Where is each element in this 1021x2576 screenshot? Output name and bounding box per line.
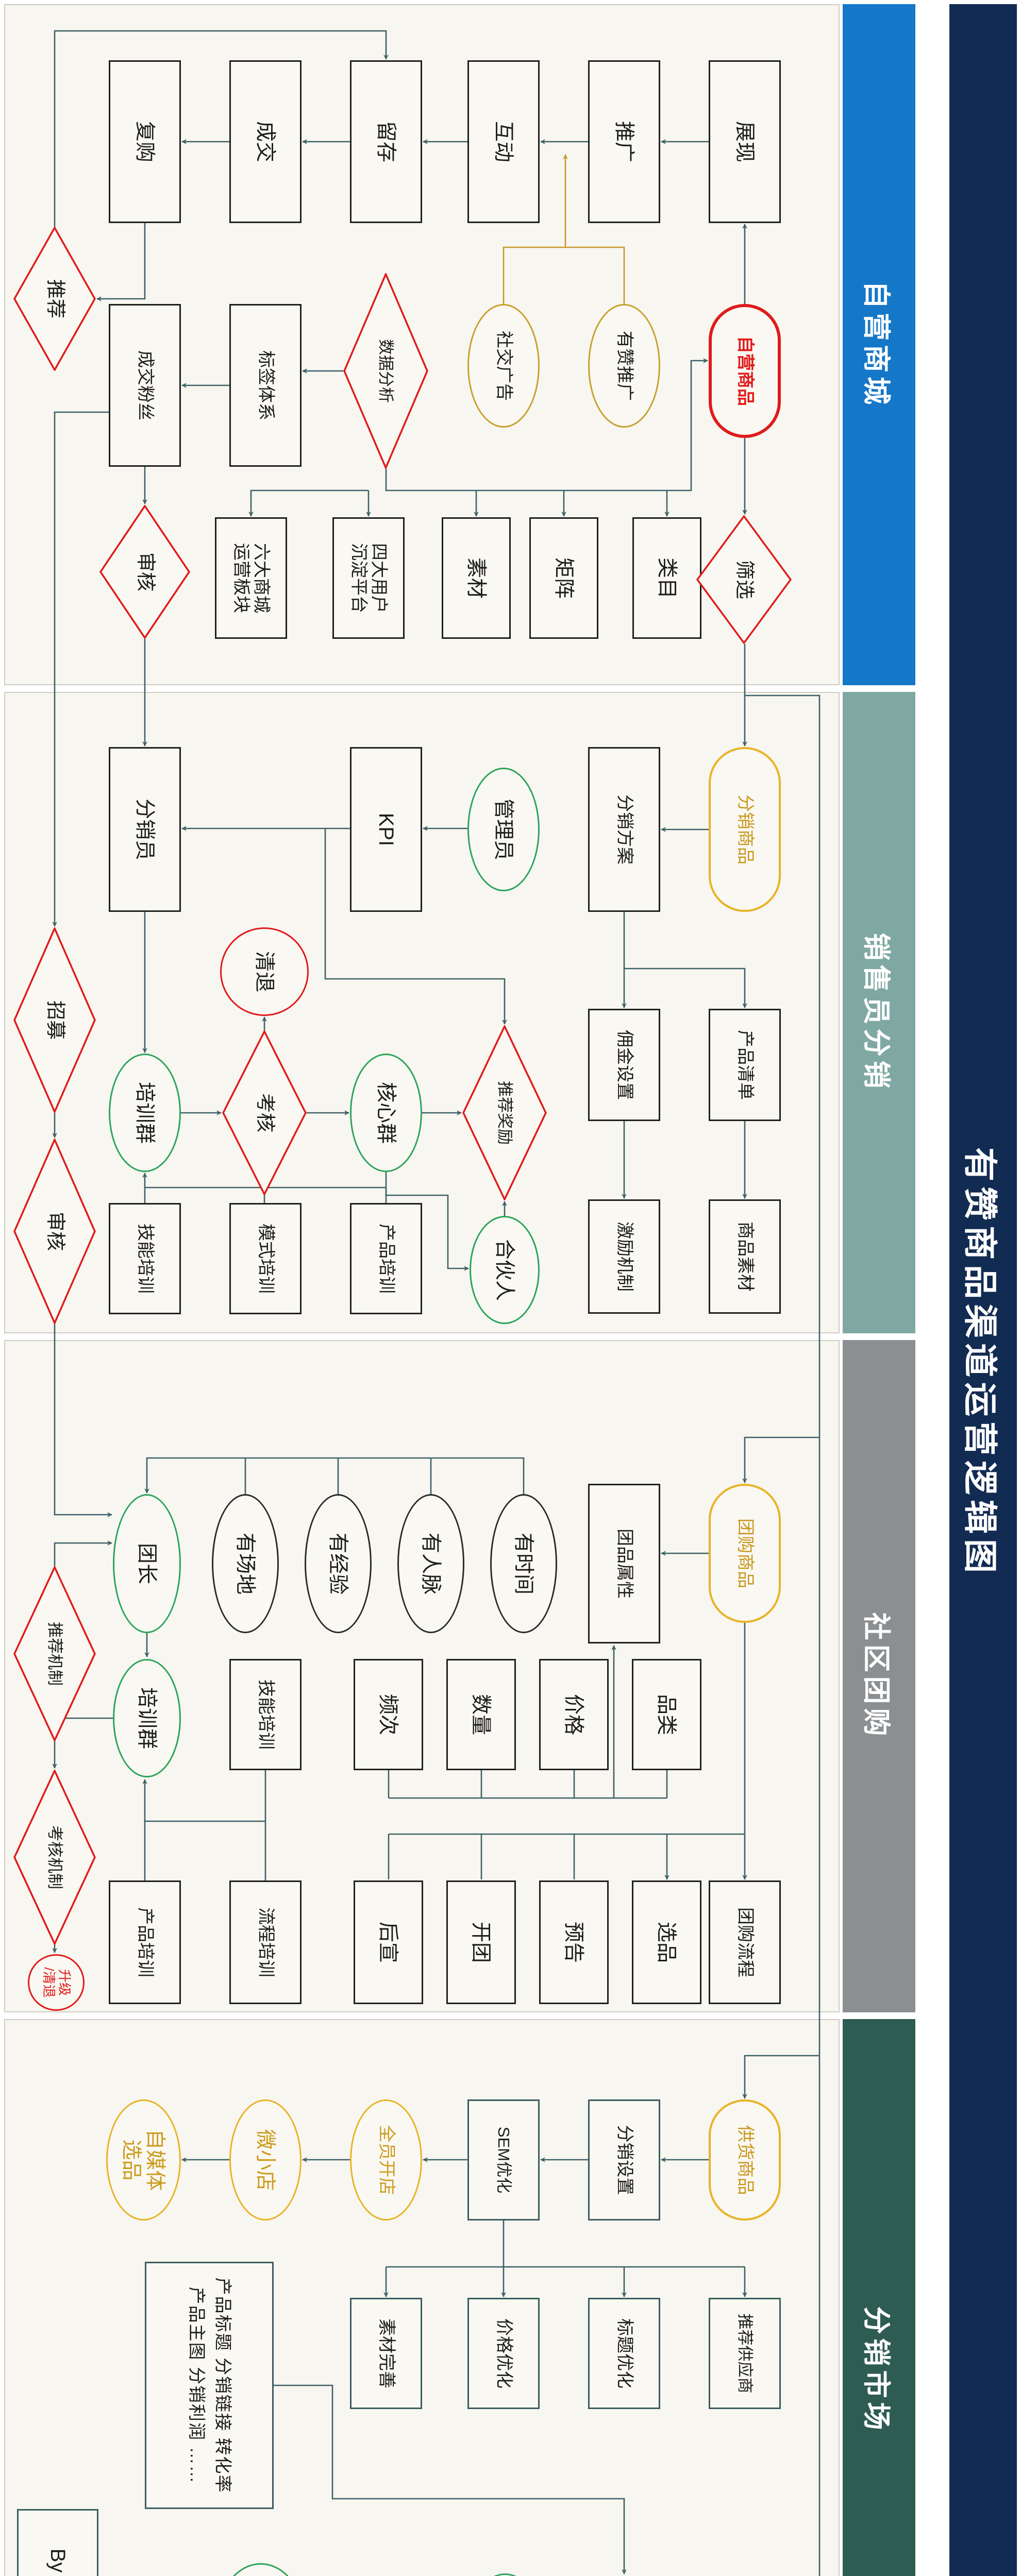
node-commission-setting: 佣金设置 [588,1009,660,1121]
node-skill-training-s3: 技能培训 [229,1659,302,1770]
node-frequency-attr: 频次 [354,1659,423,1770]
node-interaction: 互动 [467,60,540,223]
node-item-selection: 选品 [632,1880,701,2004]
page-title: 有赞商品渠道运营逻辑图 [949,4,1017,2576]
node-partner: 合伙人 [470,1216,540,1324]
node-promotion: 推广 [588,60,660,223]
section-header-distribution-market: 分销市场 [843,2019,915,2576]
node-groupbuy-process: 团购流程 [709,1880,781,2004]
node-product-list: 产品清单 [709,1009,781,1121]
node-material: 素材 [442,517,511,639]
node-tag-system: 标签体系 [229,304,302,467]
node-data-analysis: 数据分析 [343,273,428,469]
node-training-group-s2: 培训群 [109,1054,181,1172]
node-sem-optimization: SEM优化 [467,2099,540,2221]
node-assessment-mechanism: 考核机制 [13,1770,96,1945]
section-header-own-mall: 自营商城 [843,4,915,685]
node-recruit: 招募 [13,927,96,1113]
node-recommended-supplier: 推荐供应商 [709,2298,781,2409]
node-category-attr: 品类 [632,1659,701,1770]
node-skill-training-s2: 技能培训 [109,1203,181,1314]
node-recommend: 推荐 [13,227,96,371]
node-criteria-box: 产品标题 分销链接 转化率产品主图 分销利润 …… [145,2262,274,2509]
node-distribution-setting: 分销设置 [588,2099,660,2221]
node-deal-fans: 成交粉丝 [109,304,181,467]
node-price-optimization: 价格优化 [467,2298,540,2409]
node-all-staff-shop: 全员开店 [350,2099,422,2221]
node-title-optimization: 标题优化 [588,2298,660,2409]
node-assessment: 考核 [222,1030,307,1195]
node-admin: 管理员 [467,768,540,891]
node-has-network: 有人脉 [397,1494,464,1633]
node-author-box: By：醍醐子 [17,2509,98,2576]
node-self-media-selection: 自媒体选品 [106,2099,181,2221]
node-product-training-s2: 产品培训 [350,1203,422,1314]
node-has-venue: 有场地 [212,1494,279,1633]
section-header-salesperson-distribution: 销售员分销 [843,692,915,1333]
node-deal: 成交 [229,60,302,223]
node-has-experience: 有经验 [305,1494,372,1633]
node-own-goods: 自营商品 [709,304,781,438]
node-groupitem-attrs: 团品属性 [588,1484,660,1643]
node-distributor: 分销员 [109,747,181,912]
node-review-s1: 审核 [99,505,190,639]
node-quantity-attr: 数量 [446,1659,516,1770]
node-process-training: 流程培训 [229,1880,302,2004]
node-material-completion: 素材完善 [350,2298,422,2409]
node-distribution-goods: 分销商品 [709,747,781,912]
node-matrix: 矩阵 [529,517,598,639]
node-post-promo: 后宣 [354,1880,423,2004]
node-distribution-plan: 分销方案 [588,747,660,912]
node-model-training: 模式培训 [229,1203,302,1314]
node-upgrade-dismiss: 升级/清退 [28,1954,85,2011]
node-micro-shop: 微小店 [229,2099,302,2221]
node-repurchase: 复购 [109,60,181,223]
node-referral-mechanism: 推荐机制 [13,1566,96,1741]
node-retention: 留存 [350,60,422,223]
node-category: 类目 [632,517,701,639]
node-supply-goods: 供货商品 [709,2099,781,2221]
node-screening: 筛选 [696,515,792,644]
node-training-group-s3: 培训群 [113,1659,181,1777]
section-header-community-groupbuy: 社区团购 [843,1340,915,2012]
node-price-attr: 价格 [539,1659,609,1770]
node-review-s2: 审核 [13,1139,96,1324]
node-youzan-ads: 有赞推广 [588,304,660,428]
node-six-mall-modules: 六大商城运营板块 [215,517,287,639]
node-four-user-platforms: 四大用户沉淀平台 [332,517,405,639]
node-kpi: KPI [350,747,422,912]
node-social-ads: 社交广告 [467,304,540,428]
node-has-time: 有时间 [490,1494,557,1633]
node-display: 展现 [709,60,781,223]
node-groupbuy-goods: 团购商品 [709,1484,781,1623]
node-referral-reward: 推荐奖励 [462,1025,547,1200]
node-dismiss: 清退 [220,927,309,1016]
node-core-group: 核心群 [350,1054,422,1172]
node-preview: 预告 [539,1880,609,2004]
node-open-group: 开团 [446,1880,516,2004]
node-goods-material: 商品素材 [709,1199,781,1314]
node-incentive-mechanism: 激励机制 [588,1199,660,1314]
node-product-training-s3: 产品培训 [109,1880,181,2004]
node-group-leader: 团长 [113,1494,181,1633]
